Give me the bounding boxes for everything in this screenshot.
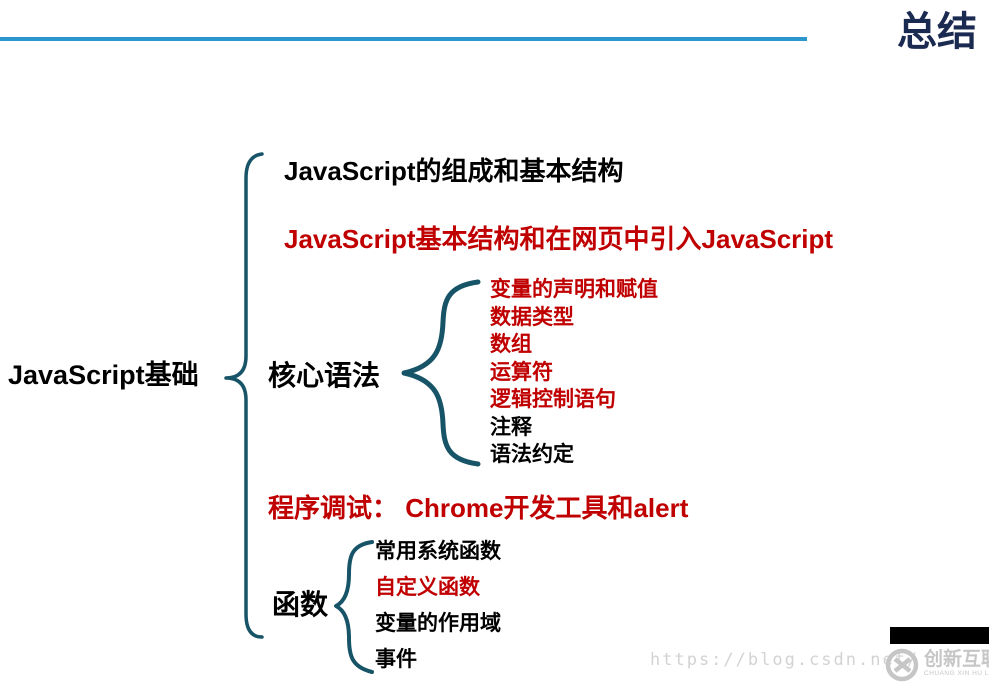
logo-subtext: CHUANG XIN HU LIAN: [924, 670, 989, 677]
branch-intro-label: JavaScript基本结构和在网页中引入JavaScript: [284, 224, 834, 254]
page-title: 总结: [897, 10, 977, 54]
core-item: 数组: [490, 333, 532, 356]
watermark-black-box: [890, 627, 989, 644]
function-item: 自定义函数: [375, 576, 480, 599]
branch-core-syntax-label: 核心语法: [268, 360, 381, 391]
core-syntax-item-list: 变量的声明和赋值 数据类型 数组 运算符 逻辑控制语句 注释 语法约定: [490, 276, 658, 469]
watermark-logo: 创新互联 CHUANG XIN HU LIAN: [884, 647, 989, 683]
function-item: 事件: [375, 648, 417, 671]
function-item: 变量的作用域: [375, 612, 501, 635]
header-accent-rule: [0, 37, 807, 41]
core-item: 变量的声明和赋值: [490, 278, 658, 301]
logo-text-column: 创新互联 CHUANG XIN HU LIAN: [924, 649, 989, 678]
watermark-url: https://blog.csdn.net/: [650, 650, 920, 670]
core-item: 逻辑控制语句: [490, 388, 616, 411]
core-item: 数据类型: [490, 305, 574, 329]
core-item: 注释: [490, 415, 532, 439]
functions-item-list: 常用系统函数 自定义函数 变量的作用域 事件: [375, 534, 501, 678]
core-item: 运算符: [490, 360, 553, 384]
branch-debug-label: 程序调试： Chrome开发工具和alert: [268, 493, 689, 523]
core-syntax-brace-icon: [401, 279, 481, 467]
root-brace-icon: [224, 152, 264, 639]
branch-composition-label: JavaScript的组成和基本结构: [284, 156, 624, 186]
branch-functions-label: 函数: [272, 589, 329, 620]
functions-brace-icon: [334, 540, 374, 674]
function-item: 常用系统函数: [375, 540, 501, 563]
logo-circle-x-icon: [885, 648, 919, 682]
logo-name: 创新互联: [924, 649, 989, 670]
core-item: 语法约定: [490, 443, 574, 466]
mindmap-root-label: JavaScript基础: [8, 360, 199, 390]
